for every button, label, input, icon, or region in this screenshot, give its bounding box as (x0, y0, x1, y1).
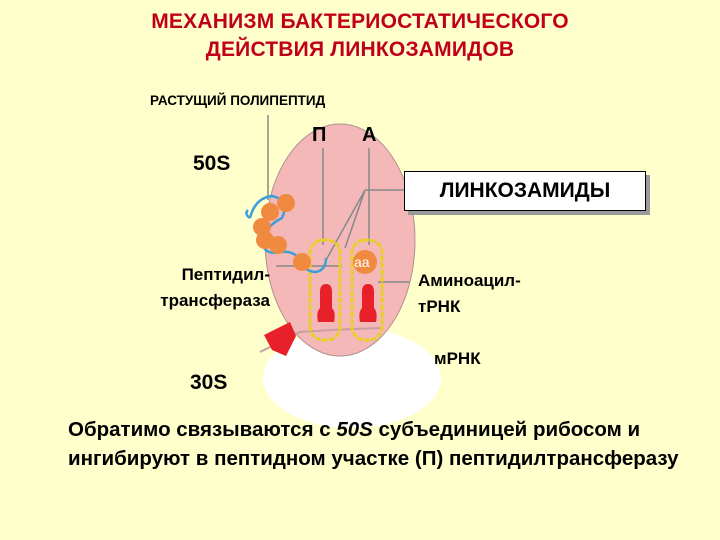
mrna-marker (264, 322, 296, 356)
description-text: Обратимо связываются с 50S субъединицей … (68, 415, 708, 473)
aminoacyl-trna-line-1: Аминоацил- (418, 271, 521, 290)
subunit-50s-label: 50S (193, 152, 231, 175)
aminoacyl-trna-line-2: тРНК (418, 297, 461, 316)
polypeptide-amino-acid (261, 203, 279, 221)
subunit-30s-label: 30S (190, 371, 228, 394)
description-part-1: Обратимо связываются с (68, 418, 337, 441)
amino-acid-aa-bead (353, 250, 377, 274)
peptidyltransferase-line-1: Пептидил- (181, 265, 270, 284)
peptidyltransferase-line-2: трансфераза (160, 291, 270, 310)
polypeptide-amino-acid (269, 236, 287, 254)
polypeptide-amino-acid (277, 194, 295, 212)
subunit-30s-shape (263, 328, 441, 428)
lincosamides-label: ЛИНКОЗАМИДЫ (404, 171, 646, 211)
amino-acid-aa-label: аа (354, 254, 370, 270)
peptidyltransferase-label: Пептидил- трансфераза (92, 262, 270, 314)
site-a-label: А (362, 124, 377, 146)
growing-polypeptide-label: РАСТУЩИЙ ПОЛИПЕПТИД (150, 93, 326, 108)
aminoacyl-trna-label: Аминоацил- тРНК (418, 268, 521, 320)
polypeptide-chain (248, 194, 328, 274)
title-line-1: МЕХАНИЗМ БАКТЕРИОСТАТИЧЕСКОГО (151, 10, 569, 33)
site-a-outline (350, 238, 384, 342)
lincosamide-pointer-line-2 (325, 189, 366, 261)
description-part-2: субъединицей рибосом и ингибируют в пепт… (68, 418, 679, 470)
trna-a-site (359, 284, 377, 322)
title-line-2: ДЕЙСТВИЯ ЛИНКОЗАМИДОВ (205, 38, 515, 61)
lincosamide-pointer-line-3 (344, 189, 366, 249)
description-italic: 50S (336, 418, 373, 441)
mrna-label: мРНК (434, 349, 481, 368)
polypeptide-amino-acid (293, 253, 311, 271)
site-p-outline (308, 238, 342, 342)
polypeptide-tail (245, 209, 251, 220)
page-title: МЕХАНИЗМ БАКТЕРИОСТАТИЧЕСКОГО ДЕЙСТВИЯ Л… (0, 8, 720, 64)
site-p-label: П (312, 124, 327, 146)
trna-p-site (317, 284, 335, 322)
